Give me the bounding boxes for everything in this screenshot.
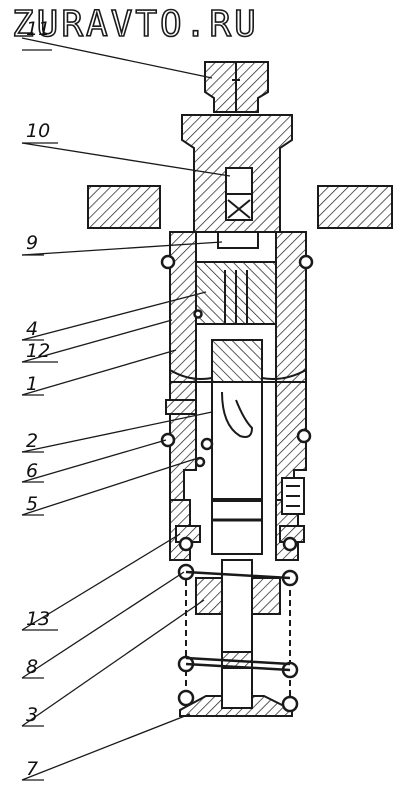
valve-seat [217,231,259,249]
callout-7: 7 [26,758,39,780]
inlet-pin [165,399,197,415]
callout-6: 6 [26,460,39,482]
callout-5: 5 [26,493,39,515]
callout-8: 8 [26,656,39,678]
callout-2: 2 [26,430,39,452]
callout-12: 12 [26,340,51,362]
plunger-helix [221,391,254,438]
watermark: ZURAVTO.RU [11,3,259,46]
leader-lines [21,37,231,781]
flange-right [317,185,393,229]
callout-10: 10 [26,120,51,142]
callout-1: 1 [26,373,39,395]
spring-coils [185,570,291,672]
flange-left [87,185,161,229]
callout-11: 11 [26,18,51,40]
callout-4: 4 [26,318,39,340]
housing-right [275,231,307,501]
callout-9: 9 [26,232,39,254]
callout-13: 13 [26,608,51,630]
plunger-stem [221,559,253,709]
plunger-block [211,339,263,383]
callout-3: 3 [26,704,39,726]
seal-rings [160,254,314,713]
